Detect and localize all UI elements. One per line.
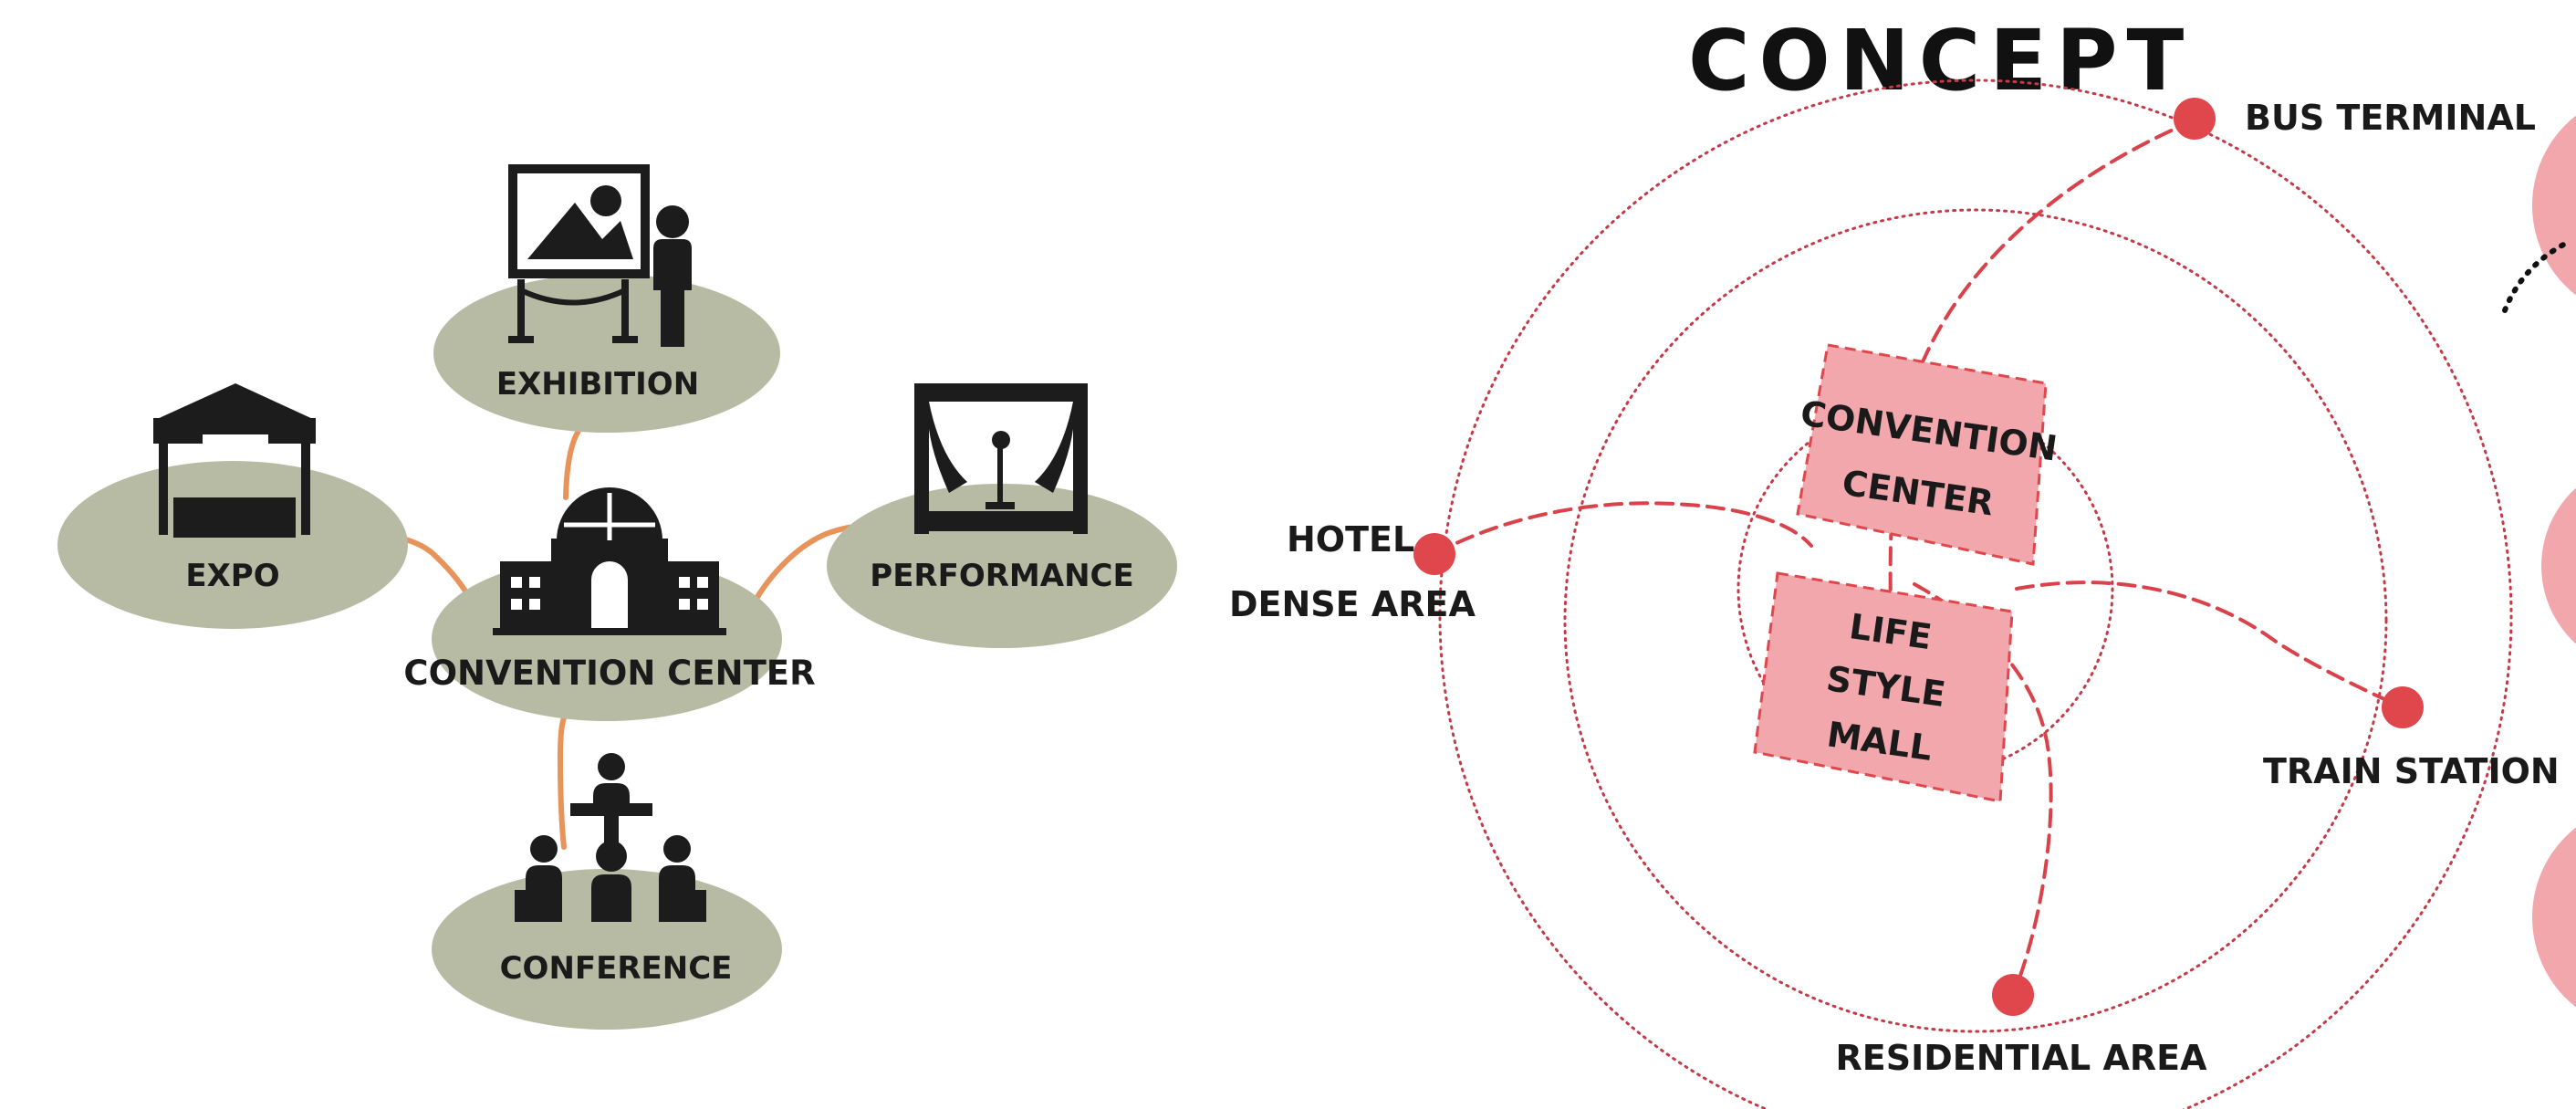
tent-icon: [153, 383, 316, 538]
edge-circle-middle: [2541, 487, 2576, 644]
route-hotel-dense-area: [1433, 501, 1813, 556]
label-performance: PERFORMANCE: [870, 558, 1133, 594]
edge-circle-bottom: [2532, 827, 2576, 1008]
meeting-icon: [515, 753, 706, 922]
edge-circle-top: [2532, 115, 2576, 296]
route-residential-area: [1913, 582, 2053, 997]
label-dense-area: DENSE AREA: [1229, 584, 1476, 624]
concentric-rings: [1438, 78, 2513, 1109]
building-icon: [493, 487, 726, 635]
ring-middle: [1563, 208, 2388, 1033]
dot-hotel-dense-area: [1413, 533, 1455, 575]
label-hotel: HOTEL: [1287, 519, 1414, 560]
box-convention-center: CONVENTION CENTER: [1796, 343, 2060, 566]
access-routes: [1433, 119, 2404, 997]
label-residential-area: RESIDENTIAL AREA: [1836, 1038, 2208, 1078]
edge-fragments: [2502, 115, 2576, 1008]
label-exhibition: EXHIBITION: [496, 366, 699, 403]
connector-conference: [557, 702, 580, 850]
dot-residential-area: [1992, 974, 2034, 1016]
edge-dotted-arc: [2502, 239, 2571, 313]
concept-diagram: CONVENTION CENTER LIFE STYLE MALL BUS TE…: [1229, 78, 2560, 1109]
label-convention-center: CONVENTION CENTER: [403, 654, 815, 693]
route-train-station: [2015, 581, 2404, 709]
label-train-station: TRAIN STATION: [2263, 751, 2560, 791]
node-expo: [57, 461, 408, 629]
dot-train-station: [2382, 686, 2424, 728]
label-bus-terminal: BUS TERMINAL: [2245, 98, 2536, 138]
exhibition-icon: [508, 164, 692, 347]
page-title: CONCEPT: [1688, 12, 2193, 110]
label-expo: EXPO: [185, 558, 279, 594]
box-lifestyle-mall: LIFE STYLE MALL: [1753, 571, 2014, 803]
program-diagram: EXHIBITION EXPO PERFORMANCE CONVENTION C…: [57, 164, 1177, 1030]
dot-bus-terminal: [2174, 98, 2216, 140]
label-conference: CONFERENCE: [500, 950, 733, 987]
ring-outer: [1438, 78, 2513, 1109]
stage-icon: [914, 383, 1088, 534]
